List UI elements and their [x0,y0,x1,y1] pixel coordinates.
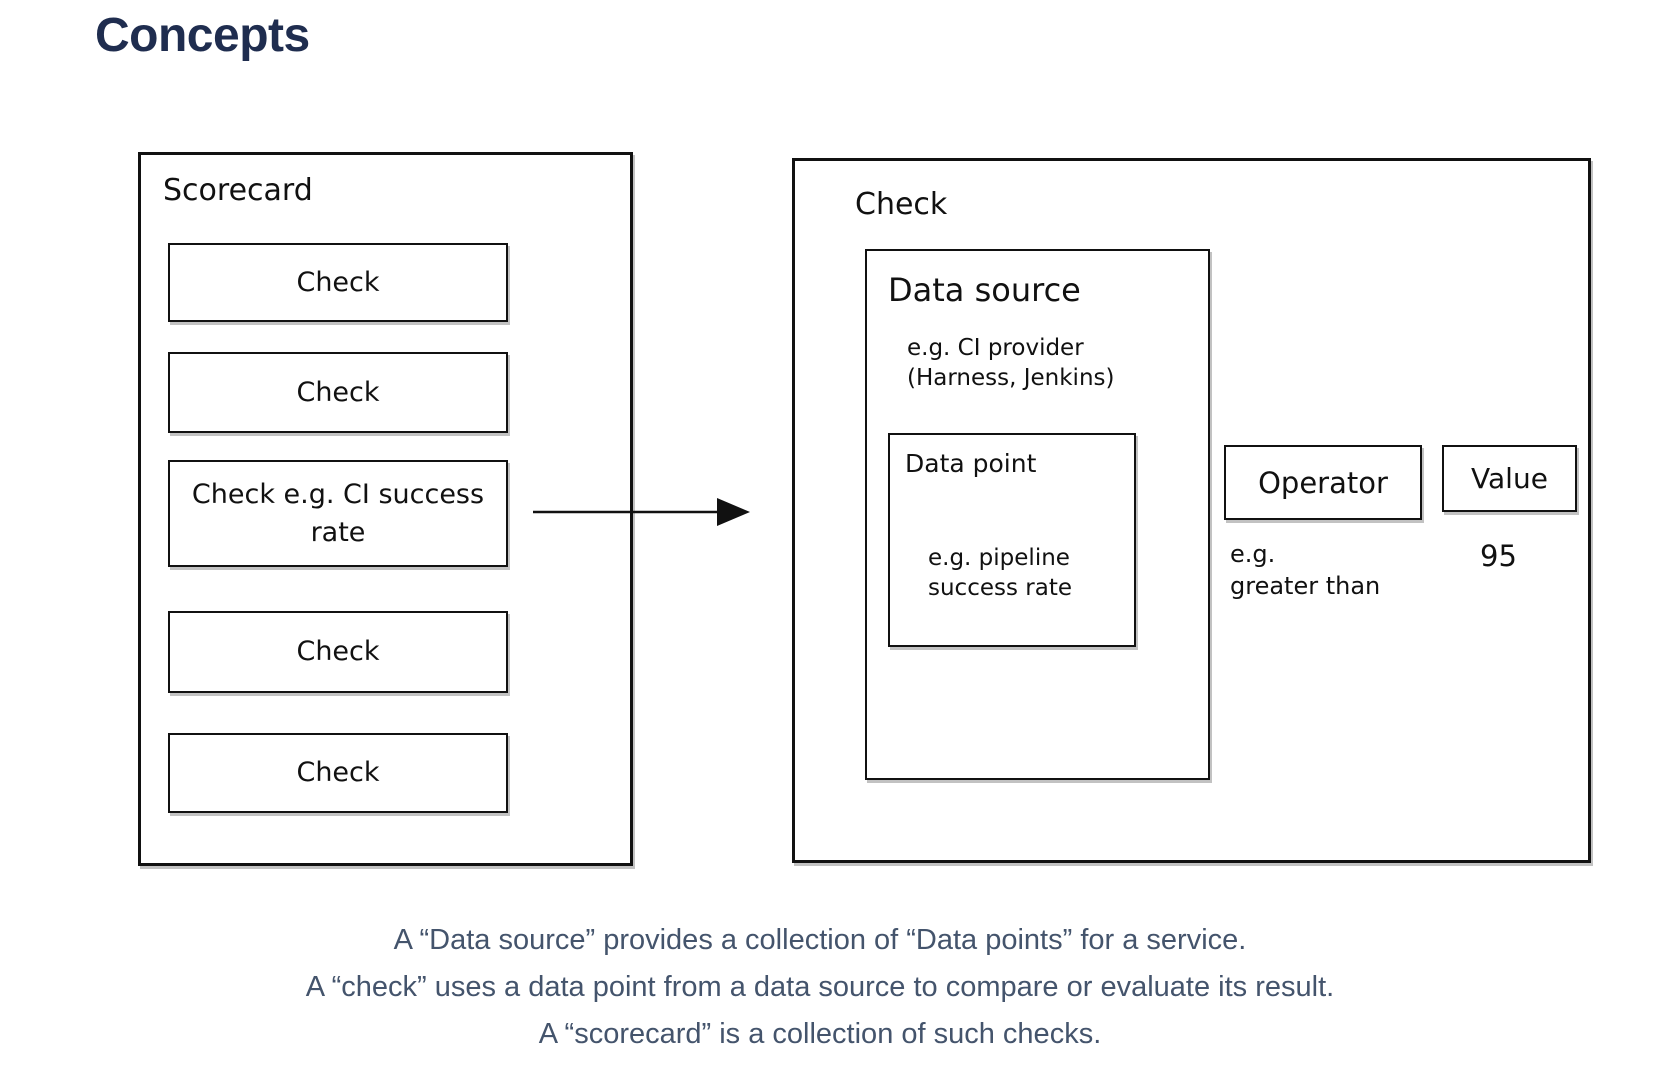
data-point-label: Data point [905,449,1037,478]
footnote-line-2: A “check” uses a data point from a data … [305,971,1335,1003]
page-title: Concepts [95,9,310,62]
arrow-right-icon [533,494,751,530]
footnote-line-1: A “Data source” provides a collection of… [393,924,1247,956]
scorecard-label: Scorecard [163,173,313,208]
operator-example: e.g. greater than [1230,540,1381,600]
data-source-example: e.g. CI provider (Harness, Jenkins) [907,335,1115,392]
check-row-5: Check [168,733,508,813]
check-row-2: Check [168,352,508,433]
check-detail-box: Check Data source e.g. CI provider (Harn… [792,158,1591,863]
check-detail-label: Check [855,187,948,222]
check-row-3: Check e.g. CI success rate [168,460,508,567]
scorecard-box: Scorecard Check Check Check e.g. CI succ… [138,152,633,866]
value-example: 95 [1480,539,1517,573]
footnote: A “Data source” provides a collection of… [0,917,1640,1058]
check-row-4: Check [168,611,508,693]
data-point-box: Data point e.g. pipeline success rate [888,433,1136,647]
footnote-line-3: A “scorecard” is a collection of such ch… [538,1018,1102,1050]
data-source-box: Data source e.g. CI provider (Harness, J… [865,249,1210,780]
data-source-label: Data source [888,271,1081,309]
data-point-example: e.g. pipeline success rate [928,545,1072,602]
check-row-1: Check [168,243,508,322]
value-box: Value [1442,445,1577,512]
operator-box: Operator [1224,445,1422,520]
